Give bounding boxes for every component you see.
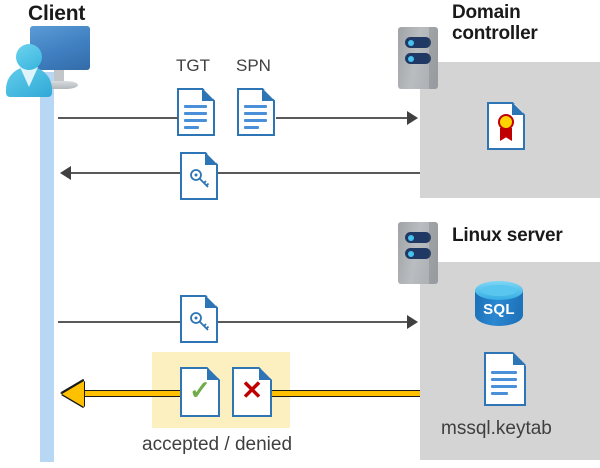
server-bay-icon <box>405 232 431 243</box>
check-icon: ✓ <box>189 375 211 405</box>
flow-request-to-linux-line-a <box>58 321 180 323</box>
cross-icon: ✕ <box>241 375 263 405</box>
sql-icon-label: SQL <box>483 301 515 318</box>
ticket-key-document-icon <box>180 152 218 200</box>
accepted-document-icon: ✓ <box>180 367 220 417</box>
denied-document-icon: ✕ <box>232 367 272 417</box>
monitor-base <box>42 81 78 89</box>
linux-server-title: Linux server <box>452 225 563 246</box>
flow-request-to-linux-line-b <box>218 321 408 323</box>
key-glyph-icon <box>190 312 210 331</box>
client-workstation-icon <box>4 26 90 98</box>
flow-verdict-line-b <box>272 390 420 397</box>
verdict-caption: accepted / denied <box>142 434 293 455</box>
certificate-document-icon <box>487 102 525 150</box>
spn-label: SPN <box>236 56 271 75</box>
flow-ticket-from-dc-arrowhead <box>60 166 71 180</box>
flow-request-to-dc-line-a <box>58 117 178 119</box>
domain-controller-title: Domain controller <box>452 2 538 45</box>
server-bay-icon <box>405 37 431 48</box>
client-title: Client <box>28 2 86 25</box>
server-bay-icon <box>405 248 431 259</box>
server-bay-icon <box>405 53 431 64</box>
tgt-label: TGT <box>176 56 210 75</box>
linux-server-server-icon <box>398 222 438 284</box>
flow-ticket-from-dc-line-b <box>218 172 420 174</box>
flow-request-to-dc-line-b <box>276 117 408 119</box>
monitor-neck <box>54 70 64 82</box>
flow-request-to-linux-arrowhead <box>407 315 418 329</box>
tgt-document-icon <box>177 88 215 136</box>
domain-controller-server-icon <box>398 27 438 89</box>
keytab-document-icon <box>484 352 526 406</box>
spn-document-icon <box>237 88 275 136</box>
flow-verdict-arrowhead <box>62 381 84 407</box>
key-glyph-icon <box>190 169 210 188</box>
client-lifeline <box>40 72 54 462</box>
keytab-filename-label: mssql.keytab <box>441 418 552 439</box>
flow-ticket-from-dc-line-a <box>70 172 180 174</box>
person-head-icon <box>16 44 42 70</box>
flow-verdict-line-a <box>82 390 180 397</box>
flow-request-to-dc-arrowhead <box>407 111 418 125</box>
service-ticket-key-document-icon <box>180 295 218 343</box>
sql-database-icon: SQL <box>475 281 523 333</box>
